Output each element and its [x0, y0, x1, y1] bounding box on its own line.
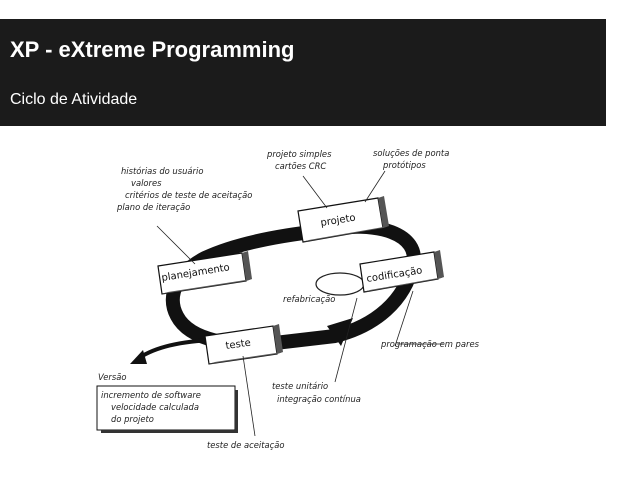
ann-cod-1: soluções de ponta: [373, 148, 449, 158]
node-teste-label: teste: [225, 338, 252, 352]
ann-inc-1: incremento de software: [101, 390, 201, 400]
ann-version: Versão: [98, 372, 126, 382]
ann-cod-2: protótipos: [382, 160, 426, 170]
ann-refactor: refabricação: [283, 294, 335, 304]
node-teste: teste: [204, 324, 283, 365]
cycle-svg: projeto planejamento codificação teste: [96, 148, 480, 450]
node-projeto: projeto: [297, 196, 389, 243]
ann-unit-1: teste unitário: [272, 381, 328, 391]
ann-proj-2: cartões CRC: [275, 161, 326, 171]
ann-inc-2: velocidade calculada: [111, 402, 199, 412]
node-projeto-label: projeto: [320, 213, 357, 229]
slide-subtitle: Ciclo de Atividade: [10, 91, 138, 108]
ann-acceptance: teste de aceitação: [207, 440, 285, 450]
title-bar: XP - eXtreme Programming Ciclo de Ativid…: [0, 19, 606, 126]
ann-inc-3: do projeto: [111, 414, 154, 424]
version-arrowhead: [130, 350, 147, 364]
node-codificacao: codificação: [359, 250, 444, 293]
ann-unit-2: integração contínua: [277, 394, 361, 404]
ann-plan-1: histórias do usuário: [121, 166, 203, 176]
slide-title: XP - eXtreme Programming: [10, 37, 295, 62]
ann-pairs: programação em pares: [380, 339, 480, 349]
cycle-arrowhead: [327, 318, 353, 346]
ann-plan-2: valores: [131, 178, 162, 188]
node-planejamento: planejamento: [157, 251, 252, 295]
ann-proj-1: projeto simples: [266, 149, 332, 159]
ann-plan-4: plano de iteração: [116, 202, 190, 212]
leader-lines: [156, 170, 443, 437]
ann-plan-3: critérios de teste de aceitação: [125, 190, 252, 200]
activity-cycle-diagram: projeto planejamento codificação teste: [95, 136, 525, 466]
refactor-loop: [315, 272, 365, 296]
